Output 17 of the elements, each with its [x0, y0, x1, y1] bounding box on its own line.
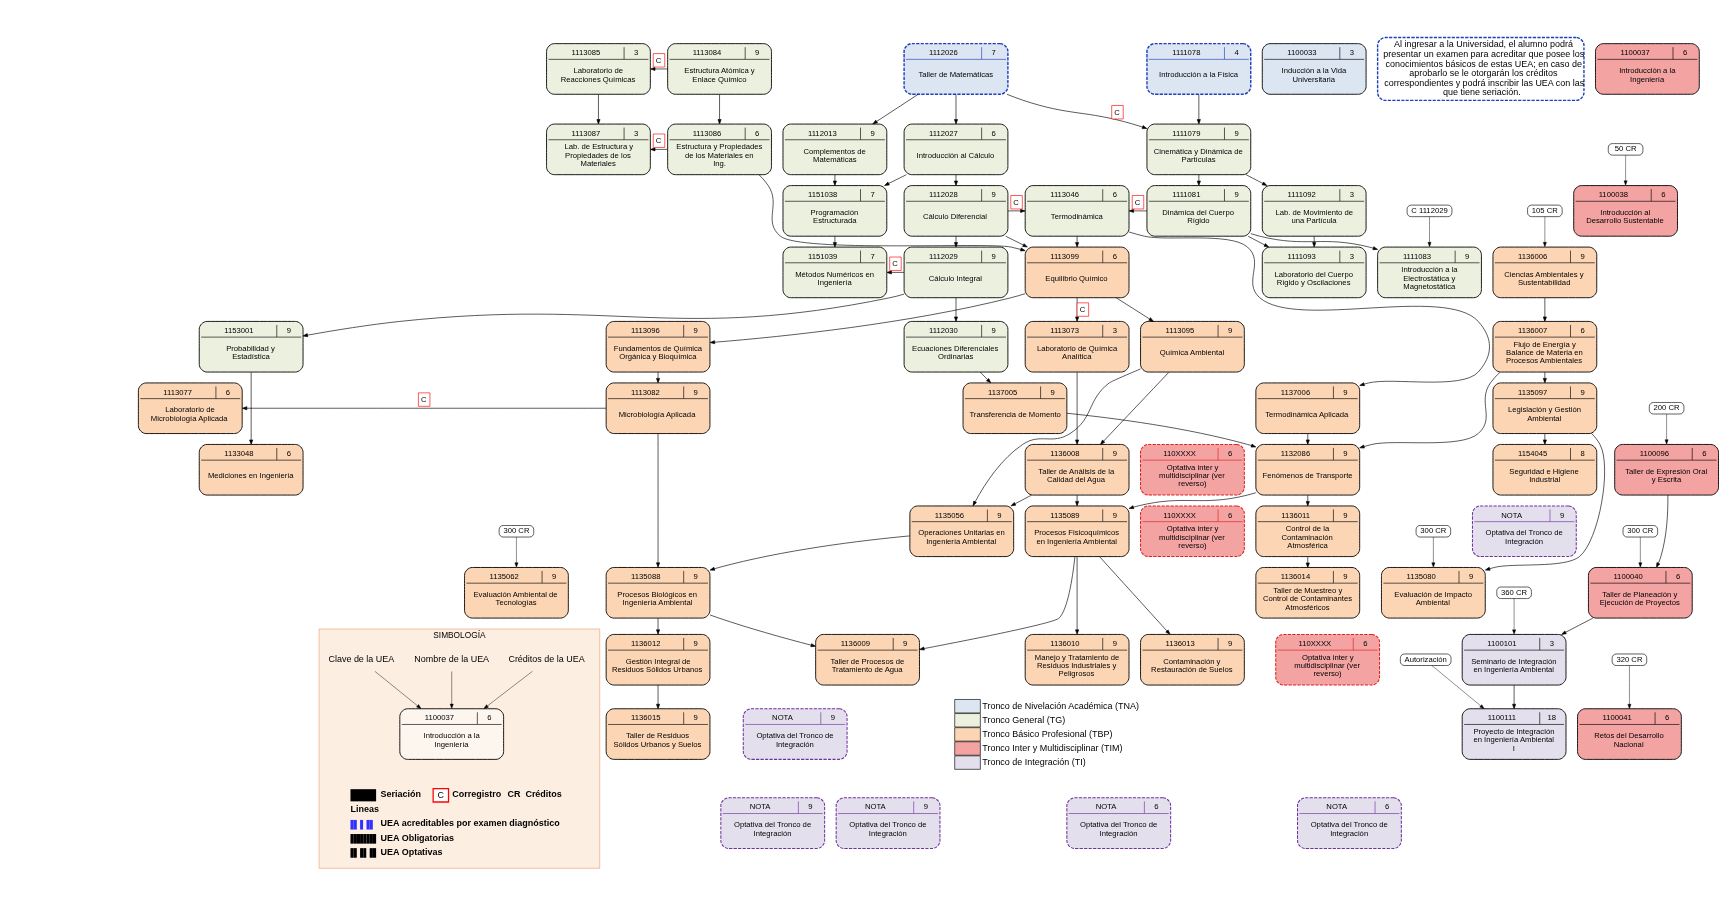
node-text: Nombre de la UEA	[414, 653, 490, 664]
legend-label: UEA acreditables por examen diagnóstico	[380, 817, 560, 828]
legend-label: Seriación	[380, 788, 421, 799]
legend-label: Tronco de Integración (TI)	[982, 756, 1086, 767]
node-text: Clave de la UEA	[328, 653, 395, 664]
legend-label: Corregistro	[452, 788, 502, 799]
legend-label: Tronco Básico Profesional (TBP)	[982, 728, 1113, 739]
legend-label: Tronco Inter y Multidisciplinar (TIM)	[982, 742, 1123, 753]
legend-label: UEA Obligatorias	[380, 832, 455, 843]
legend-label: Créditos	[525, 788, 562, 799]
legend-label: Tronco de Nivelación Académica (TNA)	[982, 700, 1139, 711]
legend-label: UEA Optativas	[380, 846, 443, 857]
label: CR	[507, 788, 521, 799]
label: C	[437, 789, 445, 800]
legend-label: Tronco General (TG)	[982, 714, 1066, 725]
label: Lineas	[350, 803, 379, 814]
node-text: Créditos de la UEA	[508, 653, 585, 664]
